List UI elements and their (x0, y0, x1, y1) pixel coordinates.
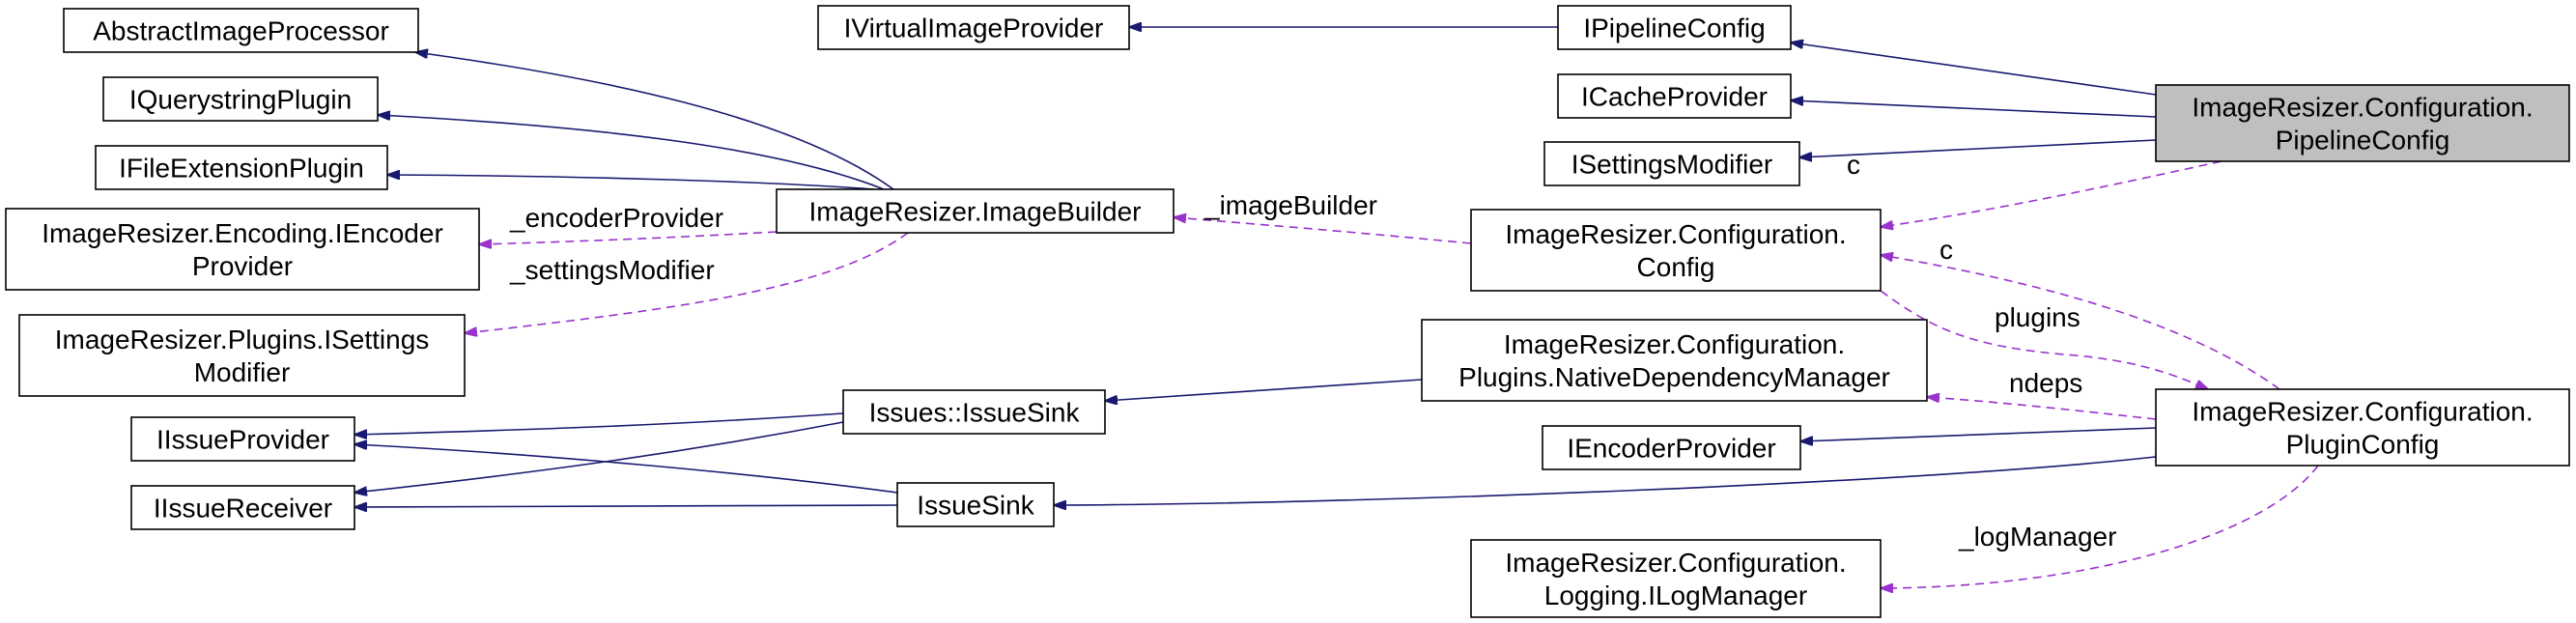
class-node-native-dep-manager[interactable]: ImageResizer.Configuration.Plugins.Nativ… (1421, 319, 1928, 402)
class-name-line: ImageResizer.Encoding.IEncoder (42, 218, 443, 248)
class-name-line: IEncoderProvider (1567, 434, 1775, 464)
edge-pipeline-config-to-icache-provider (1791, 100, 2157, 118)
edge-labels-layer: c c plugins ndeps _logManager _imageBuilder _e… (509, 150, 2116, 552)
class-box (1470, 539, 1882, 618)
class-box (2155, 388, 2570, 467)
edge-label: _logManager (1958, 522, 2116, 552)
edge-label: c (1847, 150, 1860, 180)
edge-pipeline-config-to-isettings-modifier (1799, 139, 2157, 157)
edge-issue-sink-to-iissue-provider (354, 444, 898, 494)
class-node-icache-provider[interactable]: ICacheProvider (1557, 73, 1792, 119)
edge-plugin-config-to-native-dep-manager (1927, 397, 2157, 420)
class-node-log-manager[interactable]: ImageResizer.Configuration. Logging.ILogM… (1470, 539, 1882, 618)
class-box (1543, 141, 1800, 186)
class-name-line: Issues::IssueSink (869, 398, 1081, 428)
edge-config-to-plugin-config (1880, 290, 2208, 389)
class-name-line: ImageResizer.ImageBuilder (809, 197, 1142, 227)
class-box (63, 8, 419, 53)
class-name-line: ImageResizer.Plugins.ISettings (55, 325, 430, 354)
class-name-line: IIssueReceiver (154, 494, 332, 524)
class-name-line: Config (1637, 252, 1715, 282)
edge-label: _encoderProvider (509, 203, 723, 233)
edge-plugin-config-to-config (1881, 255, 2280, 390)
class-box (95, 145, 388, 190)
class-box (1421, 319, 1928, 402)
class-name-line: IFileExtensionPlugin (119, 154, 364, 184)
class-name-line: ISettingsModifier (1571, 150, 1773, 180)
class-name-line: ImageResizer.Configuration. (1504, 329, 1845, 359)
class-node-abstract-image-processor[interactable]: AbstractImageProcessor (63, 8, 419, 53)
class-box (130, 485, 355, 530)
edge-pipeline-config-to-ipipeline-config (1791, 42, 2157, 96)
class-node-ivirtual-image-provider[interactable]: IVirtualImageProvider (817, 5, 1130, 50)
class-node-iencoder-provider[interactable]: IEncoderProvider (1542, 425, 1801, 470)
edge-label: _settingsModifier (509, 255, 715, 285)
edge-image-builder-to-iquerystring-plugin (378, 115, 885, 190)
class-box (776, 188, 1175, 234)
class-name-line: ImageResizer.Configuration. (2192, 397, 2533, 427)
edge-plugin-config-to-iencoder-provider (1800, 427, 2157, 441)
class-box (5, 208, 480, 291)
class-name-line: Plugins.NativeDependencyManager (1458, 362, 1890, 392)
edge-image-builder-to-encoding-iencoder-provider (479, 231, 778, 244)
class-node-pipeline-config[interactable]: ImageResizer.Configuration.PipelineConfi… (2155, 84, 2570, 162)
edge-plugin-config-to-issue-sink (1054, 455, 2165, 505)
class-name-line: ImageResizer.Configuration. (1505, 548, 1846, 578)
class-node-iissue-receiver[interactable]: IIssueReceiver (130, 485, 355, 530)
class-node-ipipeline-config[interactable]: IPipelineConfig (1557, 5, 1792, 50)
edge-config-to-image-builder (1174, 217, 1472, 244)
class-node-encoding-iencoder-provider[interactable]: ImageResizer.Encoding.IEncoderProvider (5, 208, 480, 291)
class-box (1470, 209, 1882, 292)
edge-image-builder-to-abstract-image-processor (415, 52, 894, 190)
class-node-plugin-config[interactable]: ImageResizer.Configuration.PluginConfig (2155, 388, 2570, 467)
class-node-ifile-extension-plugin[interactable]: IFileExtensionPlugin (95, 145, 388, 190)
class-name-line: ICacheProvider (1581, 82, 1768, 112)
class-name-line: IPipelineConfig (1583, 14, 1765, 43)
edge-plugin-config-to-log-manager (1881, 465, 2319, 588)
class-node-iissue-provider[interactable]: IIssueProvider (130, 416, 355, 462)
edge-label: _imageBuilder (1203, 190, 1377, 220)
class-name-line: IIssueProvider (156, 425, 329, 455)
class-box (1557, 5, 1792, 50)
class-name-line: ImageResizer.Configuration. (2192, 93, 2533, 123)
edge-pipeline-config-to-config (1881, 160, 2222, 227)
class-box (1542, 425, 1801, 470)
class-name-line: ImageResizer.Configuration. (1505, 219, 1846, 249)
edges-layer (354, 27, 2319, 588)
class-box (2155, 84, 2570, 162)
edge-native-dep-manager-to-issues-issue-sink (1105, 379, 1423, 401)
class-name-line: IssueSink (917, 491, 1034, 521)
class-box (102, 76, 379, 122)
class-name-line: Logging.ILogManager (1544, 581, 1807, 610)
edge-label: c (1939, 235, 1953, 265)
edge-issue-sink-to-iissue-receiver (354, 505, 898, 507)
class-box (130, 416, 355, 462)
edge-issues-issue-sink-to-iissue-provider (354, 412, 844, 435)
edge-image-builder-to-ifile-extension-plugin (387, 175, 875, 190)
class-name-line: IQuerystringPlugin (129, 85, 352, 115)
nodes-layer: ImageResizer.Configuration.PipelineConfi… (5, 5, 2570, 618)
class-node-issue-sink[interactable]: IssueSink (896, 482, 1055, 527)
edge-label: ndeps (2009, 368, 2082, 398)
class-node-config[interactable]: ImageResizer.Configuration.Config (1470, 209, 1882, 292)
class-name-line: PipelineConfig (2276, 126, 2450, 156)
class-node-issues-issue-sink[interactable]: Issues::IssueSink (842, 389, 1106, 435)
class-node-isettings-modifier[interactable]: ISettingsModifier (1543, 141, 1800, 186)
class-box (1557, 73, 1792, 119)
class-name-line: AbstractImageProcessor (93, 16, 389, 46)
class-name-line: PluginConfig (2286, 430, 2440, 460)
class-box (896, 482, 1055, 527)
class-box (817, 5, 1130, 50)
class-node-plugins-isettings-modifier[interactable]: ImageResizer.Plugins.ISettingsModifier (18, 314, 466, 397)
class-box (18, 314, 466, 397)
class-name-line: IVirtualImageProvider (844, 14, 1104, 43)
class-name-line: Provider (192, 251, 293, 281)
class-node-iquerystring-plugin[interactable]: IQuerystringPlugin (102, 76, 379, 122)
class-name-line: Modifier (194, 357, 291, 387)
class-node-image-builder[interactable]: ImageResizer.ImageBuilder (776, 188, 1175, 234)
edge-label: plugins (1995, 302, 2081, 332)
class-box (842, 389, 1106, 435)
